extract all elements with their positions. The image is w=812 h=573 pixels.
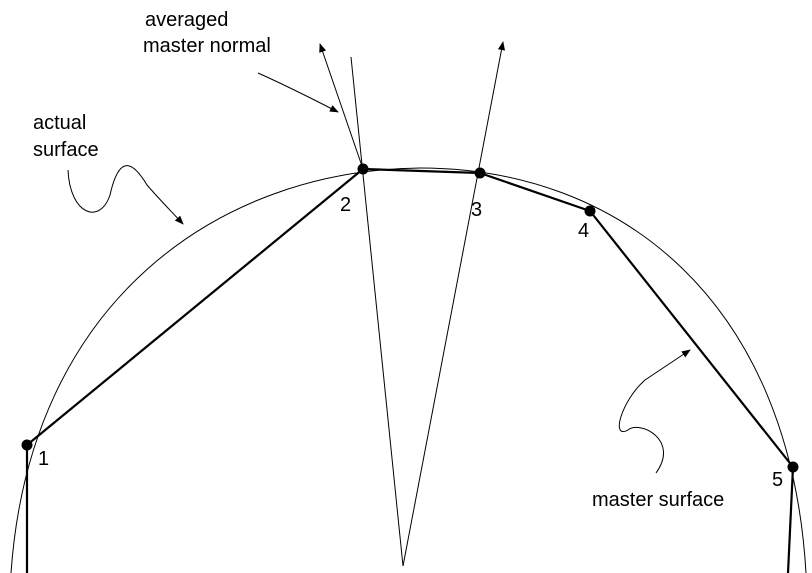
node-2-point	[357, 163, 369, 175]
actual-surface-label-line2: surface	[33, 139, 99, 161]
node-4-point	[584, 205, 596, 217]
node-points	[21, 163, 799, 473]
node-4-label: 4	[578, 220, 589, 242]
averaged-normal-label-line2: master normal	[143, 35, 271, 57]
node-5-label: 5	[772, 469, 783, 491]
actual-surface-arc	[10, 167, 807, 573]
actual-surface-label-line1: actual	[33, 112, 86, 134]
actual-surface-leader	[67, 165, 184, 225]
node-3-label: 3	[471, 199, 482, 221]
node-1-label: 1	[38, 448, 49, 470]
averaged-normal-label-line1: averaged	[145, 9, 228, 31]
averaged-normal-leader	[257, 72, 339, 113]
master-surface-leader	[618, 349, 691, 474]
node-2-label: 2	[340, 194, 351, 216]
master-surface-segments	[25, 167, 795, 573]
node-3-point	[474, 167, 486, 179]
node-1-point	[21, 439, 33, 451]
node-5-point	[787, 461, 799, 473]
master-surface-label: master surface	[592, 489, 724, 511]
normal-lines	[319, 41, 506, 567]
